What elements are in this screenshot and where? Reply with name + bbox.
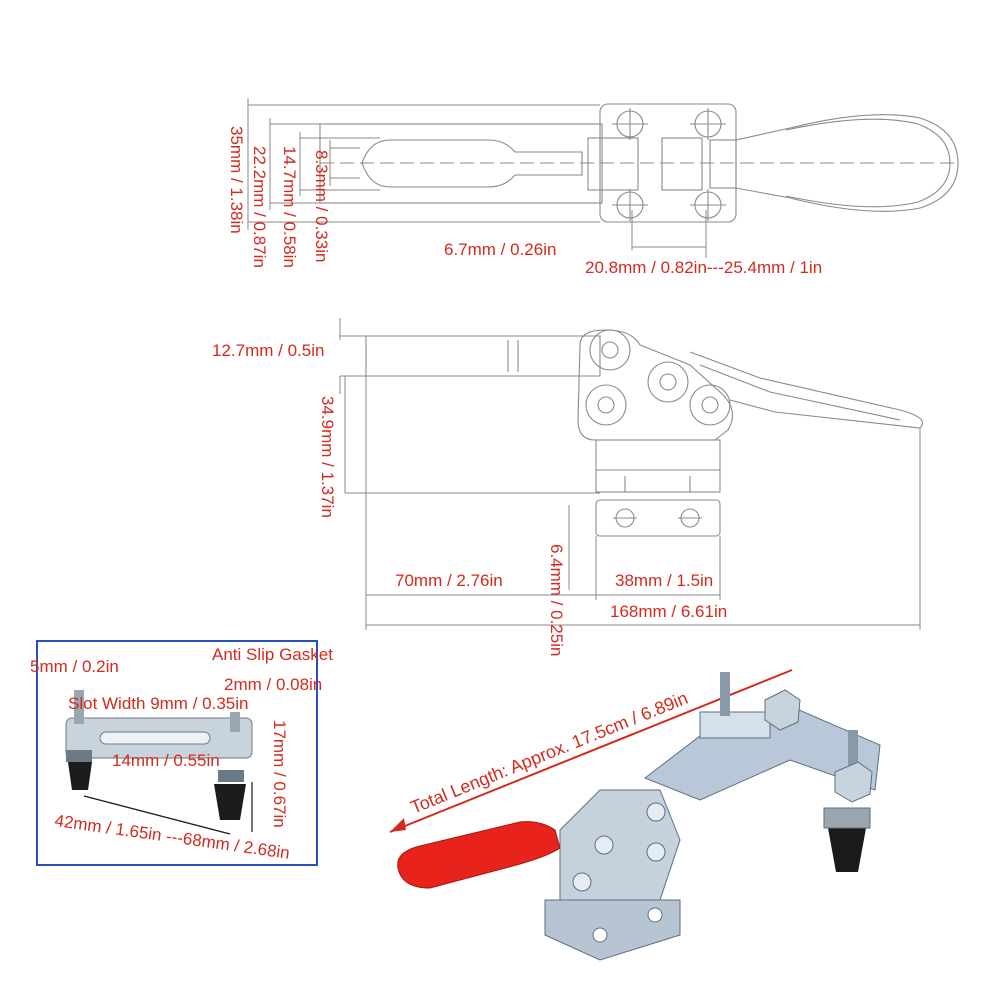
dim-label-5mm: 5mm / 0.2in — [30, 657, 119, 676]
inset-frame — [36, 640, 318, 866]
dim-label-14mm: 14.7mm / 0.58in — [280, 146, 299, 268]
inset-gasket-drawing — [65, 690, 253, 835]
dim-label-38mm: 38mm / 1.5in — [615, 571, 714, 590]
dim-label-70mm: 70mm / 2.76in — [395, 571, 503, 590]
dim-label-34-9mm: 34.9mm / 1.37in — [318, 396, 337, 518]
dim-label-6-7mm: 6.7mm / 0.26in — [444, 240, 557, 259]
dim-label-12-7mm: 12.7mm / 0.5in — [212, 341, 325, 360]
dim-label-22mm: 22.2mm / 0.87in — [250, 146, 269, 268]
dim-label-20-8mm-25-4mm: 20.8mm / 0.82in---25.4mm / 1in — [585, 258, 823, 277]
label-anti-slip-gasket: Anti Slip Gasket — [212, 645, 333, 664]
dim-label-168mm: 168mm / 6.61in — [610, 602, 728, 621]
dim-label-8mm: 8.3mm / 0.33in — [312, 150, 331, 263]
dim-label-2mm: 2mm / 0.08in — [224, 675, 323, 694]
top-view-drawing — [247, 98, 960, 258]
dim-label-17mm: 17mm / 0.67in — [270, 720, 289, 828]
dim-label-35mm: 35mm / 1.38in — [227, 126, 246, 234]
side-view-drawing — [339, 318, 924, 630]
clamp-product-illustration — [389, 669, 881, 961]
label-slot-width: Slot Width 9mm / 0.35in — [68, 694, 249, 713]
dim-label-6-4mm: 6.4mm / 0.25in — [547, 544, 566, 657]
dim-label-14mm-inset: 14mm / 0.55in — [112, 751, 220, 770]
